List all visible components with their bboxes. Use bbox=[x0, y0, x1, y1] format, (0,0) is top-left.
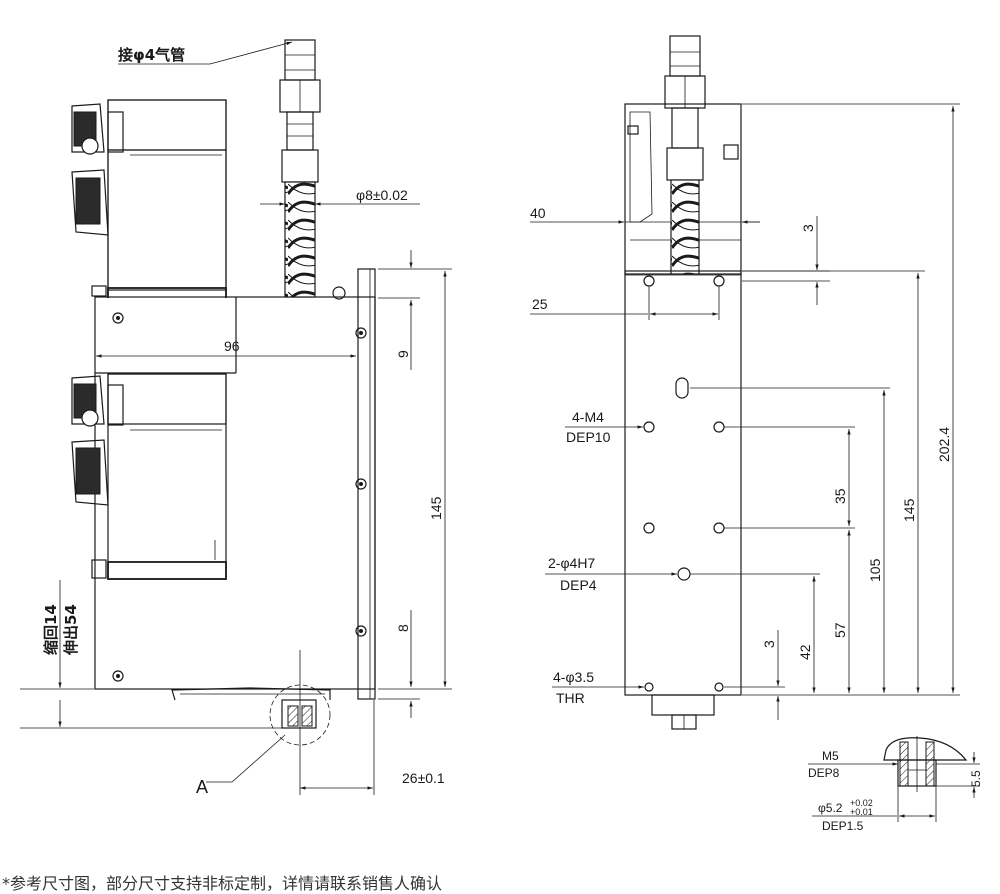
dim-96: 96 bbox=[224, 338, 240, 354]
m4-label: 4-M4 bbox=[572, 409, 604, 425]
dim-8: 8 bbox=[395, 624, 411, 632]
lower-motor bbox=[71, 373, 227, 580]
side-rail bbox=[357, 268, 376, 700]
h7-depth-label: DEP4 bbox=[560, 577, 597, 593]
phi52-depth-label: DEP1.5 bbox=[822, 819, 864, 833]
side-screws bbox=[112, 286, 367, 682]
front-annotations: 40 25 3 202.4 145 105 35 bbox=[530, 103, 960, 720]
thr-label: 4-φ3.5 bbox=[553, 669, 594, 685]
m5-depth-label: DEP8 bbox=[808, 766, 840, 780]
side-slider bbox=[171, 650, 331, 795]
dim-202: 202.4 bbox=[936, 427, 952, 462]
phi52-upper-tol: +0.02 bbox=[850, 798, 873, 808]
h7-label: 2-φ4H7 bbox=[548, 555, 595, 571]
front-plate bbox=[624, 270, 742, 696]
dim-26: 26±0.1 bbox=[402, 770, 445, 786]
dim-145-left: 145 bbox=[428, 496, 444, 520]
phi52-lower-tol: +0.01 bbox=[850, 807, 873, 817]
front-holes bbox=[643, 275, 725, 692]
upper-motor bbox=[71, 99, 227, 306]
m5-label: M5 bbox=[822, 749, 839, 763]
air-pipe-label: 接φ4气管 bbox=[118, 46, 185, 64]
retract-label: 缩回14 bbox=[42, 604, 60, 655]
detail-a-label: A bbox=[196, 777, 208, 797]
phi52-label: φ5.2 bbox=[818, 801, 843, 815]
dim-5-5: 5.5 bbox=[969, 770, 983, 787]
dim-25: 25 bbox=[532, 296, 548, 312]
dim-40: 40 bbox=[530, 205, 546, 221]
dim-3-bottom: 3 bbox=[761, 640, 777, 648]
footnote: *参考尺寸图，部分尺寸支持非标定制，详情请联系销售人确认 bbox=[2, 874, 443, 893]
detail-a: M5 DEP8 5.5 φ5.2 +0.02 +0.01 DEP1.5 bbox=[808, 736, 983, 833]
dim-9: 9 bbox=[395, 350, 411, 358]
dim-145-right: 145 bbox=[901, 498, 917, 522]
pipe-diameter-label: φ8±0.02 bbox=[356, 187, 408, 203]
extend-label: 伸出54 bbox=[62, 604, 80, 656]
m4-depth-label: DEP10 bbox=[566, 429, 611, 445]
side-view bbox=[71, 39, 376, 795]
side-annotations: 接φ4气管 φ8±0.02 96 9 145 8 缩回14 伸出54 bbox=[20, 41, 452, 797]
dim-3-top: 3 bbox=[800, 224, 816, 232]
front-view bbox=[624, 35, 742, 730]
dim-105: 105 bbox=[867, 558, 883, 582]
dim-57: 57 bbox=[832, 622, 848, 638]
air-pipe bbox=[279, 39, 321, 298]
dim-35: 35 bbox=[832, 488, 848, 504]
thr-type-label: THR bbox=[556, 690, 585, 706]
dim-42: 42 bbox=[797, 644, 813, 660]
